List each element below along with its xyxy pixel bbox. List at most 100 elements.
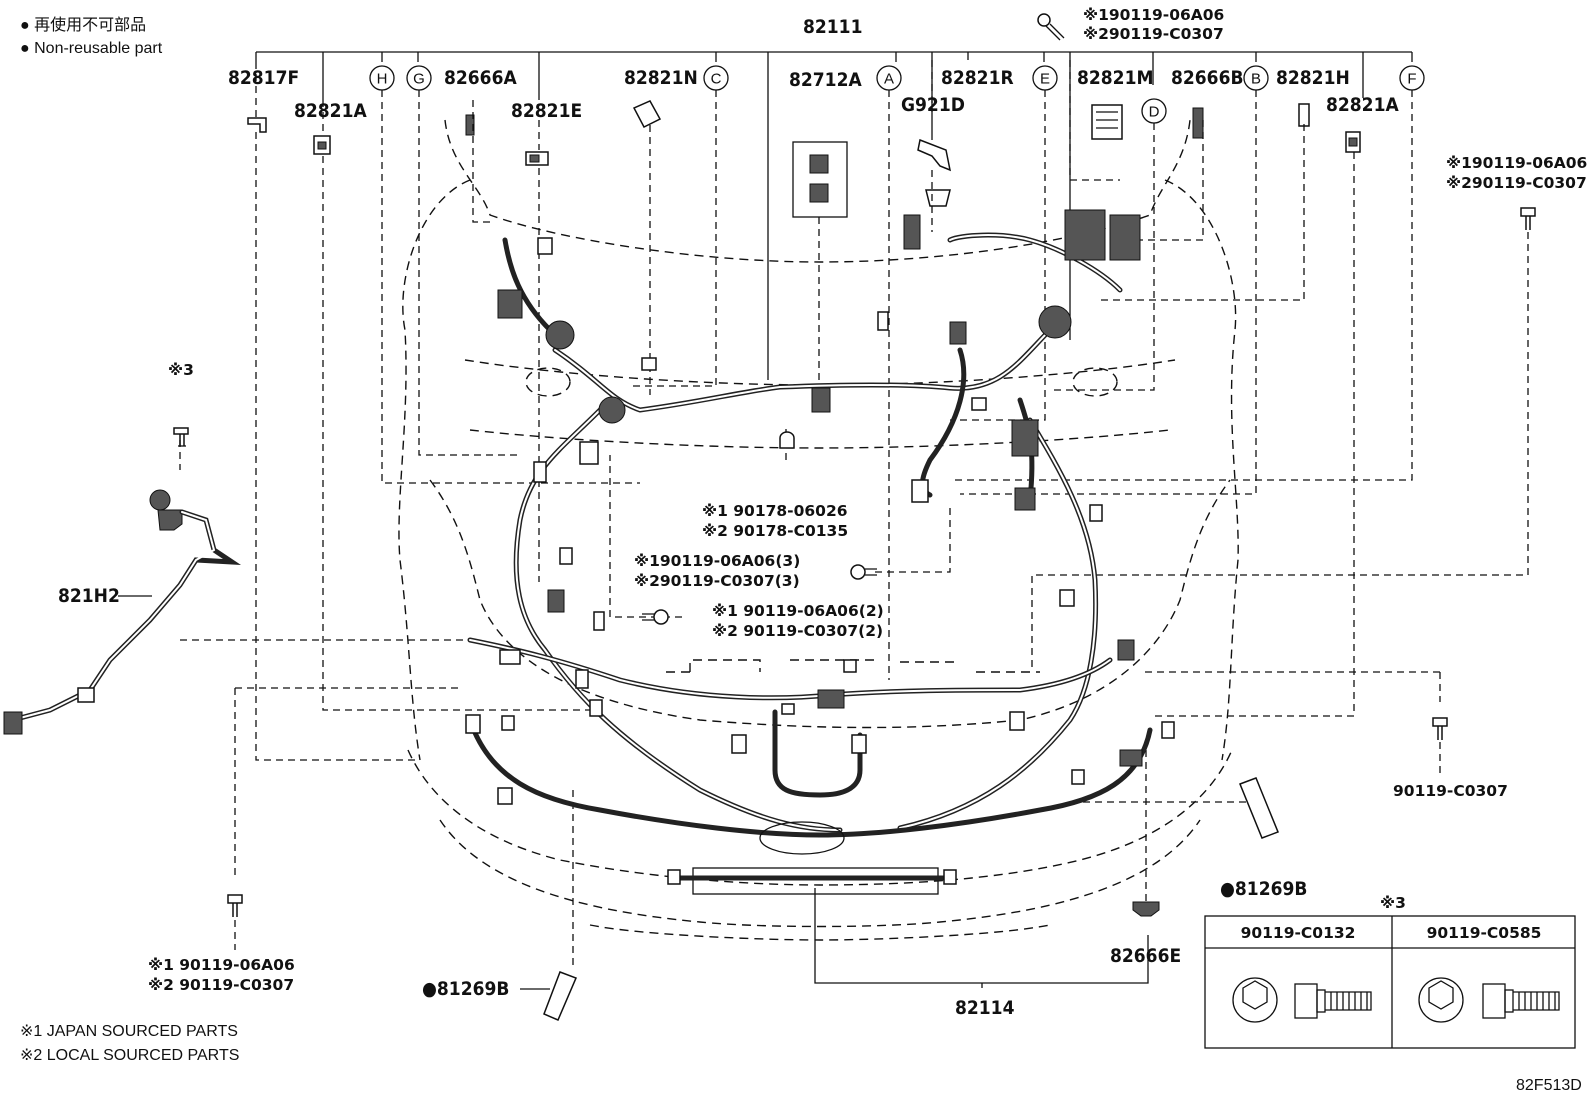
label-82114: 82114 (955, 997, 1015, 1019)
relay-block-82712A-icon (792, 141, 848, 218)
svg-text:E: E (1040, 71, 1050, 88)
label-82821R: 82821R (941, 67, 1014, 89)
protector-81269B-right-icon (1239, 777, 1279, 839)
circle-marker-D: D (1141, 98, 1167, 124)
label-82817F: 82817F (228, 67, 299, 89)
bolt-table-col1: 90119-C0132 (1241, 924, 1356, 942)
label-82712A: 82712A (789, 69, 862, 91)
figure-code: 82F513D (1516, 1077, 1582, 1094)
leader-E (950, 90, 1046, 421)
leader-82821A-right (1150, 152, 1355, 717)
clip-center-icon (779, 431, 795, 449)
label-bolt-center2-2: ※2 90119-C0307(2) (712, 622, 883, 640)
harness-connectors (465, 209, 1175, 805)
protector-81269B-left-icon (543, 971, 577, 1021)
bolt-top-icon (1037, 13, 1065, 41)
legend-line-japanese: ● 再使用不可部品 (20, 16, 146, 34)
connector-82821A-right-icon (1345, 131, 1361, 153)
leader-82821M (1069, 60, 1120, 181)
leader-bolt-right (1031, 232, 1529, 670)
label-81269B-left: ●81269B (422, 978, 509, 1000)
bolt-90119-C0307-icon (1432, 717, 1448, 740)
svg-text:G: G (413, 71, 425, 88)
bracket-82114 (814, 888, 1149, 984)
label-bolt-left-bottom-2: ※2 90119-C0307 (148, 976, 294, 994)
leader-82666B (1125, 120, 1204, 241)
circle-marker-G: G (406, 65, 432, 91)
connector-82817F-icon (247, 117, 267, 133)
svg-text:A: A (884, 71, 894, 88)
connector-82821H-icon (1298, 103, 1310, 127)
label-82111: 82111 (803, 16, 862, 38)
svg-text:B: B (1251, 71, 1261, 88)
label-82821A-right: 82821A (1326, 94, 1399, 116)
svg-text:D: D (1149, 104, 1160, 121)
leader-82817F (255, 62, 420, 761)
label-821H2: 821H2 (58, 585, 120, 607)
footnote-local-sourced: ※2 LOCAL SOURCED PARTS (20, 1047, 239, 1064)
leader-90119-C0307 (1140, 671, 1441, 702)
leader-G (418, 90, 520, 456)
label-82821E: 82821E (511, 100, 582, 122)
bolt-left-bottom-icon (227, 894, 243, 917)
grommet-82821R-icon (925, 189, 951, 207)
svg-text:F: F (1407, 71, 1416, 88)
svg-text:H: H (377, 71, 388, 88)
top-bracket-ticks (255, 52, 1413, 380)
label-82821A-left: 82821A (294, 100, 367, 122)
label-82666B: 82666B (1171, 67, 1244, 89)
label-bolt-right-2: ※290119-C0307 (1446, 174, 1587, 192)
bolt-C0132-icon (1232, 977, 1372, 1023)
bolt-table-marker: ※3 (1380, 894, 1406, 912)
connector-82821A-left-icon (313, 135, 331, 155)
connector-82821E-icon (525, 151, 549, 166)
label-top-bolt-2: ※290119-C0307 (1083, 25, 1224, 43)
clip-82666A-icon (465, 114, 475, 136)
bolt-table-col2: 90119-C0585 (1427, 924, 1542, 942)
leader-82821A-left (322, 100, 596, 711)
leader-x3-bolt (179, 440, 470, 641)
bolt-center3-icon (850, 564, 877, 580)
leader-bolt-center3 (875, 505, 951, 573)
label-bolt-center3-2: ※290119-C0307(3) (634, 572, 800, 590)
leader-82666A (472, 100, 495, 223)
circle-marker-H: H (369, 65, 395, 91)
connector-82821M-icon (1091, 104, 1123, 140)
leader-82821H (1100, 124, 1305, 301)
circle-marker-B: B (1243, 65, 1269, 91)
label-bolt-right-1: ※190119-06A06 (1446, 154, 1587, 172)
bolt-x3-left-icon (173, 427, 189, 447)
svg-text:C: C (711, 71, 722, 88)
label-bolt-left-bottom-1: ※1 90119-06A06 (148, 956, 295, 974)
circle-marker-C: C (703, 65, 729, 91)
label-82821N: 82821N (624, 67, 698, 89)
label-G921D: G921D (901, 94, 965, 116)
label-81269B-right: ●81269B (1220, 878, 1307, 900)
label-90119-C0307: 90119-C0307 (1393, 782, 1508, 800)
legend-line-english: ● Non-reusable part (20, 40, 163, 57)
leader-bolt-center2 (609, 455, 682, 618)
label-clip-center-1: ※1 90178-06026 (702, 502, 848, 520)
bolt-center2-icon (642, 609, 669, 625)
label-82821M: 82821M (1077, 67, 1153, 89)
clip-82666E-icon (1132, 901, 1160, 917)
label-top-bolt-1: ※190119-06A06 (1083, 6, 1224, 24)
circle-marker-E: E (1032, 65, 1058, 91)
bracket-G921D-icon (917, 138, 952, 172)
circle-marker-A: A (876, 65, 902, 91)
clip-82666B-icon (1192, 107, 1204, 139)
footnote-japan-sourced: ※1 JAPAN SOURCED PARTS (20, 1023, 238, 1040)
harness-821H2 (3, 489, 242, 735)
label-82821H: 82821H (1276, 67, 1350, 89)
label-clip-center-2: ※2 90178-C0135 (702, 522, 848, 540)
label-82666A: 82666A (444, 67, 517, 89)
label-bolt-center2-1: ※1 90119-06A06(2) (712, 602, 884, 620)
bolt-right-icon (1520, 207, 1536, 230)
bolt-table: 90119-C0132 90119-C0585 (1204, 915, 1576, 1049)
leader-F (955, 90, 1413, 481)
label-x3-left: ※3 (168, 361, 194, 379)
leader-D (1050, 123, 1155, 391)
label-82666E: 82666E (1110, 945, 1181, 967)
